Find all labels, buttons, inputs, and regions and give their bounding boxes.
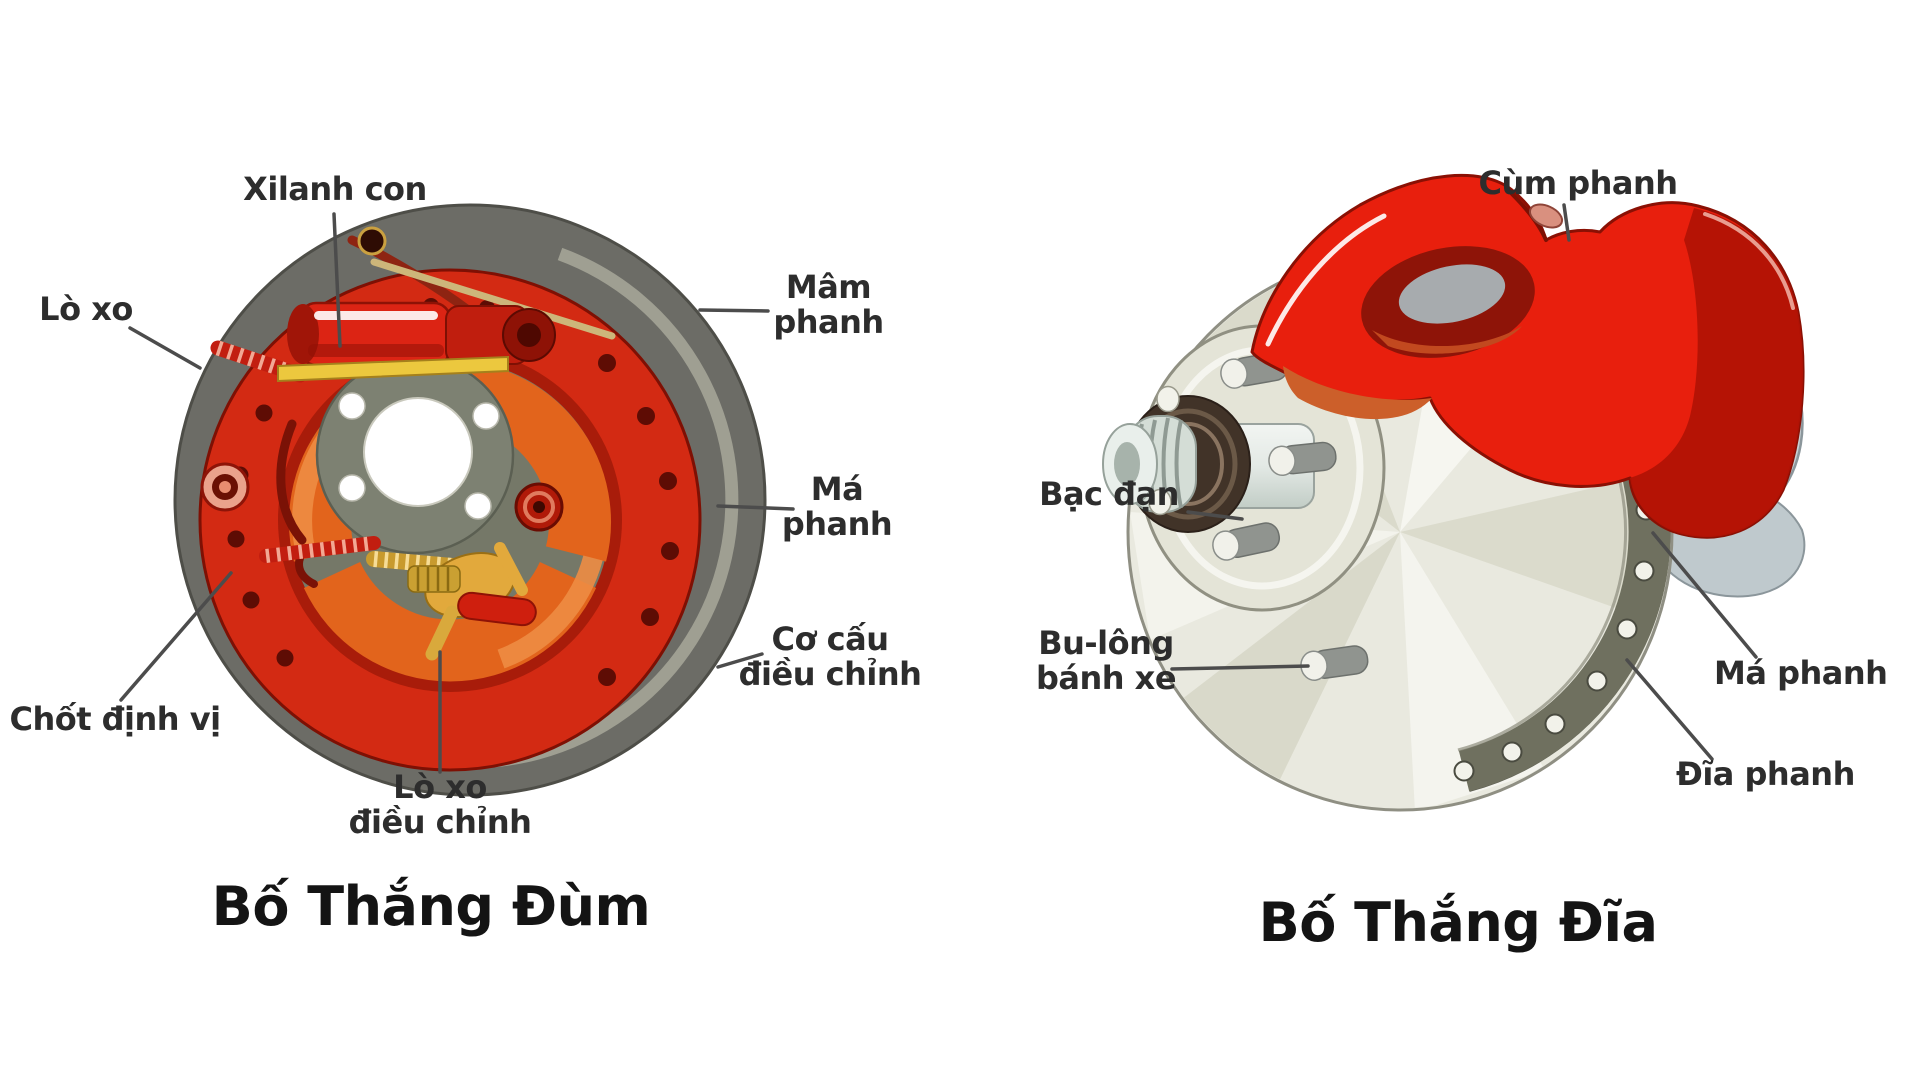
axle-hole bbox=[363, 397, 473, 507]
wheel-cylinder bbox=[287, 301, 556, 367]
leader-lines bbox=[119, 203, 1758, 774]
shoe-strut-rod bbox=[370, 258, 616, 340]
leader-ma-phanh-left bbox=[716, 504, 795, 511]
bleeder-valve bbox=[1528, 203, 1564, 229]
label-chot-dinh-vi: Chốt định vị bbox=[9, 700, 221, 738]
drum-brake-illustration bbox=[173, 203, 767, 797]
drum-brake-title: Bố Thắng Đùm bbox=[211, 875, 651, 938]
label-co-cau-dieu-chinh: Cơ cấu điều chỉnh bbox=[738, 620, 922, 693]
bottom-brake-shoe bbox=[303, 561, 597, 682]
leader-xilanh-con bbox=[332, 212, 342, 348]
hold-down-pin-right bbox=[514, 482, 564, 532]
lower-cylinder-red bbox=[457, 591, 537, 627]
label-lo-xo: Lò xo bbox=[39, 290, 133, 328]
cylinder-port-hole bbox=[357, 226, 387, 256]
label-bu-long-banh-xe: Bu-lông bánh xe bbox=[1035, 624, 1177, 697]
shoe-link-bar bbox=[277, 355, 509, 383]
lower-return-spring bbox=[259, 536, 381, 563]
shoe-highlight-bottom-right bbox=[497, 555, 603, 669]
leader-lo-xo bbox=[128, 326, 202, 370]
hat-hole-lower bbox=[1148, 488, 1172, 516]
leader-ma-phanh-right bbox=[1651, 531, 1758, 659]
disc-brake-illustration bbox=[1102, 173, 1806, 812]
label-lo-xo-dieu-chinh: Lò xo điều chỉnh bbox=[348, 768, 532, 841]
leader-bac-dan bbox=[1186, 510, 1244, 521]
leader-dia-phanh bbox=[1625, 658, 1714, 761]
leader-chot-dinh-vi bbox=[119, 571, 233, 702]
hat-hole-upper bbox=[1156, 385, 1180, 413]
leader-cum-phanh bbox=[1562, 203, 1571, 242]
label-xilanh-con: Xilanh con bbox=[243, 170, 427, 208]
brake-caliper bbox=[1250, 173, 1805, 539]
adjuster-spring bbox=[366, 551, 460, 574]
label-bac-dan: Bạc đạn bbox=[1039, 475, 1179, 513]
label-dia-phanh: Đĩa phanh bbox=[1676, 755, 1855, 793]
label-mam-phanh: Mâm phanh bbox=[773, 268, 884, 341]
label-cum-phanh: Cùm phanh bbox=[1478, 164, 1678, 202]
hold-down-pin-left bbox=[200, 462, 250, 512]
leader-co-cau bbox=[716, 652, 764, 669]
leader-bu-long bbox=[1170, 664, 1310, 671]
label-ma-phanh-right: Má phanh bbox=[1714, 654, 1888, 692]
parking-cable-hook bbox=[276, 419, 307, 545]
label-ma-phanh-left: Má phanh bbox=[781, 470, 893, 543]
leader-mam-phanh bbox=[698, 308, 770, 313]
hub-bolt-holes bbox=[338, 392, 500, 520]
disc-brake-title: Bố Thắng Đĩa bbox=[1258, 891, 1658, 954]
